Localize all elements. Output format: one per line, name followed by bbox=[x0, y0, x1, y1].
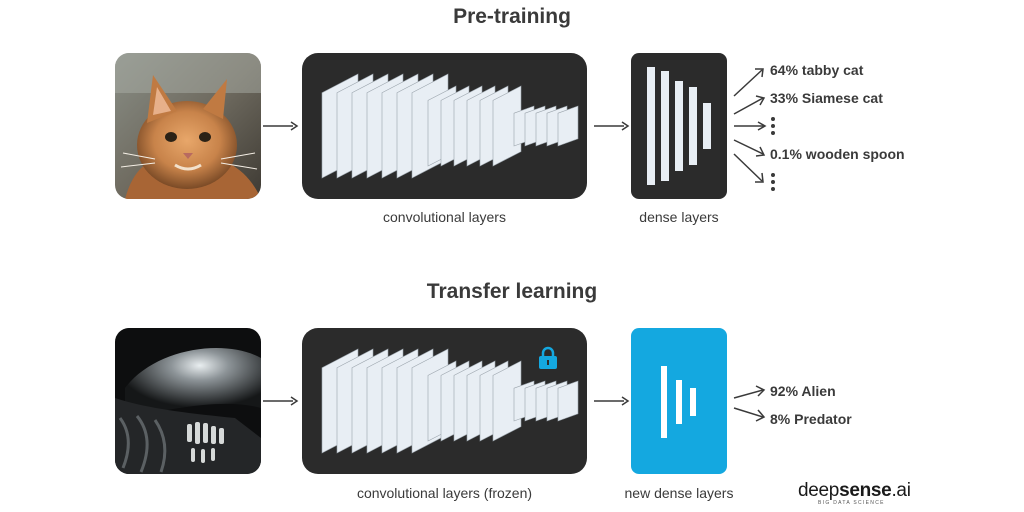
output-label: 0.1% wooden spoon bbox=[770, 146, 905, 162]
arrow-icon bbox=[594, 396, 630, 406]
brand-logo: deepsense.ai bbox=[798, 480, 911, 502]
conv-layers-box-frozen bbox=[302, 328, 587, 474]
conv-caption-frozen: convolutional layers (frozen) bbox=[356, 485, 533, 501]
brand-tagline: BIG DATA SCIENCE bbox=[818, 500, 885, 506]
lock-icon bbox=[539, 346, 557, 369]
conv-layer-slab bbox=[557, 380, 579, 422]
conv-layers-stack bbox=[321, 348, 579, 454]
output-arrows bbox=[733, 68, 767, 183]
new-dense-caption: new dense layers bbox=[624, 485, 734, 501]
vertical-ellipsis-icon bbox=[771, 117, 775, 138]
conv-layer-slab bbox=[557, 105, 579, 147]
output-label: 33% Siamese cat bbox=[770, 90, 883, 106]
arrow-icon bbox=[263, 121, 299, 131]
brand-part-1: deep bbox=[798, 480, 840, 501]
conv-caption: convolutional layers bbox=[383, 209, 506, 225]
conv-layers-box bbox=[302, 53, 587, 199]
output-arrows bbox=[733, 385, 766, 422]
brand-part-3: .ai bbox=[891, 480, 911, 501]
new-dense-layers-box bbox=[631, 328, 727, 474]
cat-photo bbox=[115, 53, 261, 199]
arrow-icon bbox=[594, 121, 630, 131]
brand-part-2: sense bbox=[839, 480, 892, 501]
output-label: 64% tabby cat bbox=[770, 62, 864, 78]
alien-photo bbox=[115, 328, 261, 474]
transfer-title: Transfer learning bbox=[426, 280, 598, 303]
arrow-icon bbox=[263, 396, 299, 406]
output-label: 92% Alien bbox=[770, 383, 836, 399]
dense-caption: dense layers bbox=[639, 209, 719, 225]
vertical-ellipsis-icon bbox=[771, 173, 775, 194]
pretraining-title: Pre-training bbox=[453, 5, 571, 28]
output-label: 8% Predator bbox=[770, 411, 852, 427]
dense-layers-box bbox=[631, 53, 727, 199]
conv-layers-stack bbox=[321, 73, 579, 179]
